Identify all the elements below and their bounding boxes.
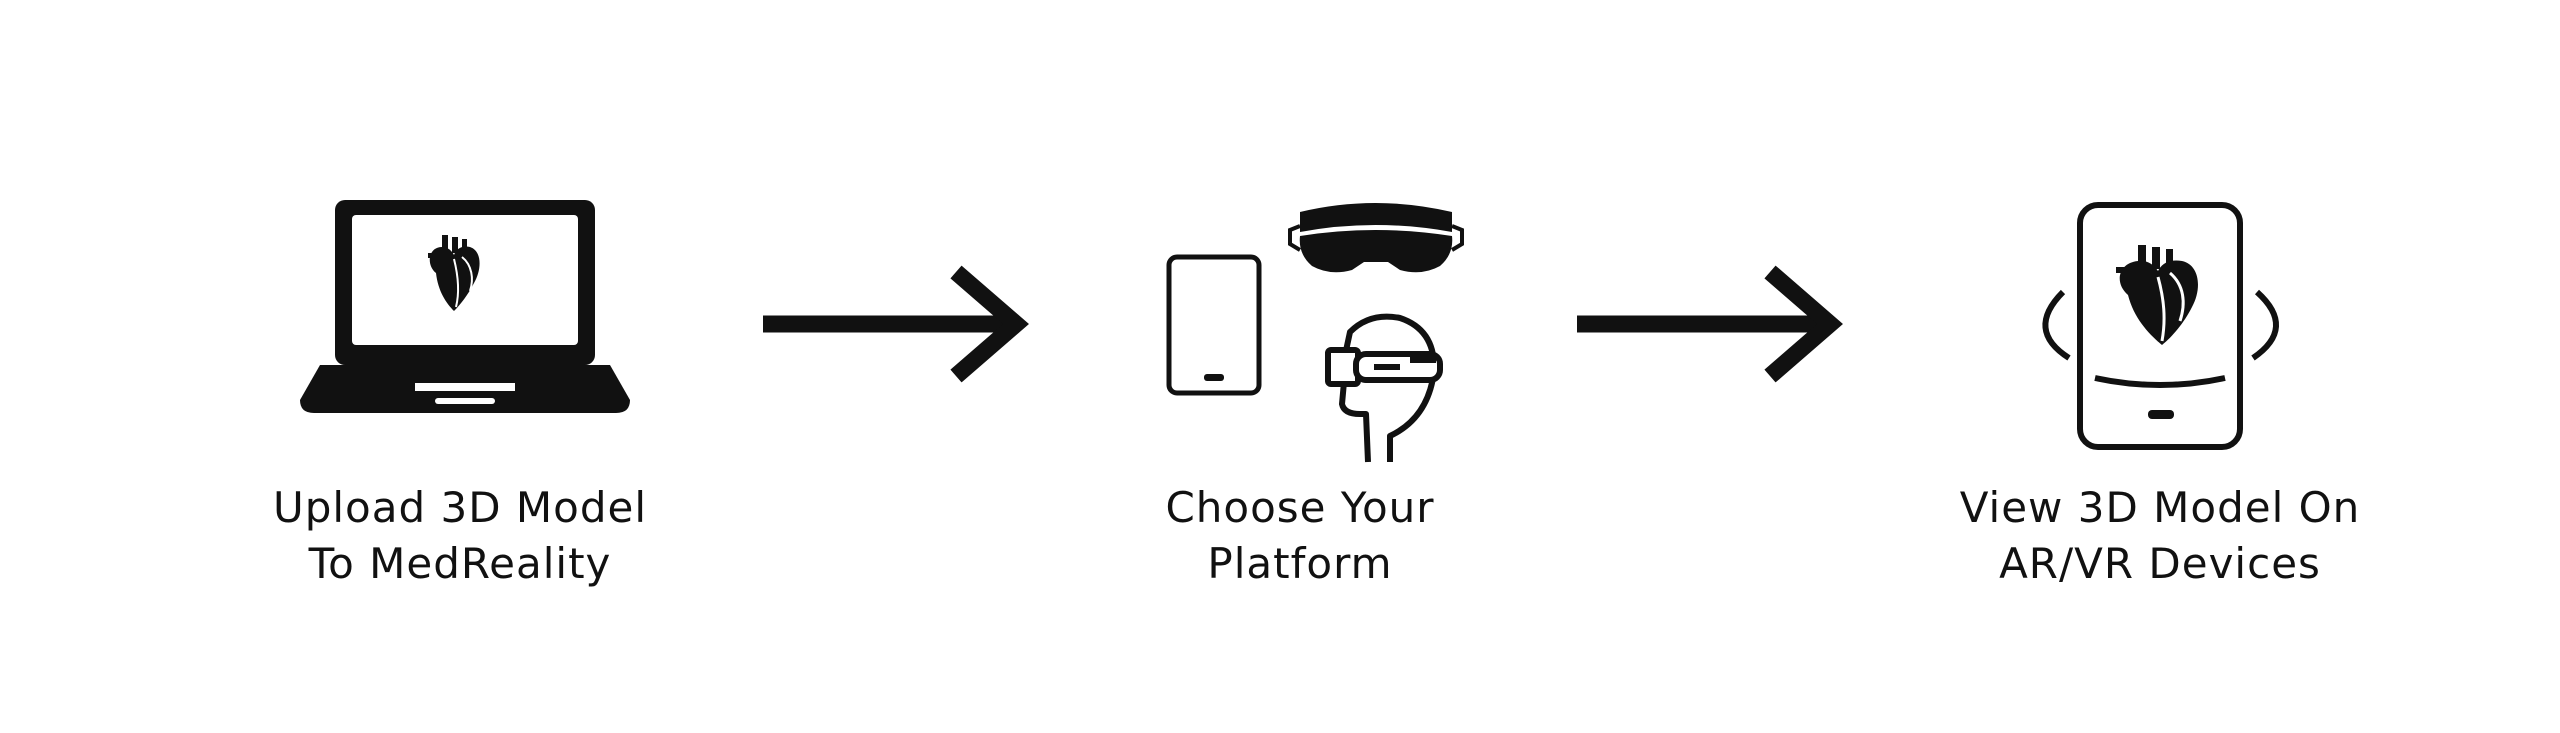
step-caption-line1: Upload 3D Model (272, 483, 648, 532)
vr-headset-person-icon (1325, 313, 1443, 463)
step-caption-line1: View 3D Model On (1959, 483, 2361, 532)
step-caption-line2: AR/VR Devices (1999, 539, 2321, 588)
laptop-with-heart-icon (300, 200, 630, 413)
step-caption-line1: Choose Your (1165, 483, 1435, 532)
arrow-right-icon (1577, 265, 1843, 383)
arrow-right-icon (763, 265, 1029, 383)
tablet-icon (1166, 254, 1262, 396)
step-caption-line2: To MedReality (308, 539, 612, 588)
step-caption-line2: Platform (1207, 539, 1393, 588)
devices-icon (1166, 203, 1464, 463)
step-caption: Upload 3D Model To MedReality (200, 480, 720, 592)
ar-headset-icon (1288, 203, 1464, 273)
heart-icon (428, 235, 480, 311)
heart-icon (2116, 245, 2198, 345)
step-caption: View 3D Model On AR/VR Devices (1900, 480, 2420, 592)
step-caption: Choose Your Platform (1040, 480, 1560, 592)
phone-with-rotating-heart-icon (2042, 202, 2279, 450)
